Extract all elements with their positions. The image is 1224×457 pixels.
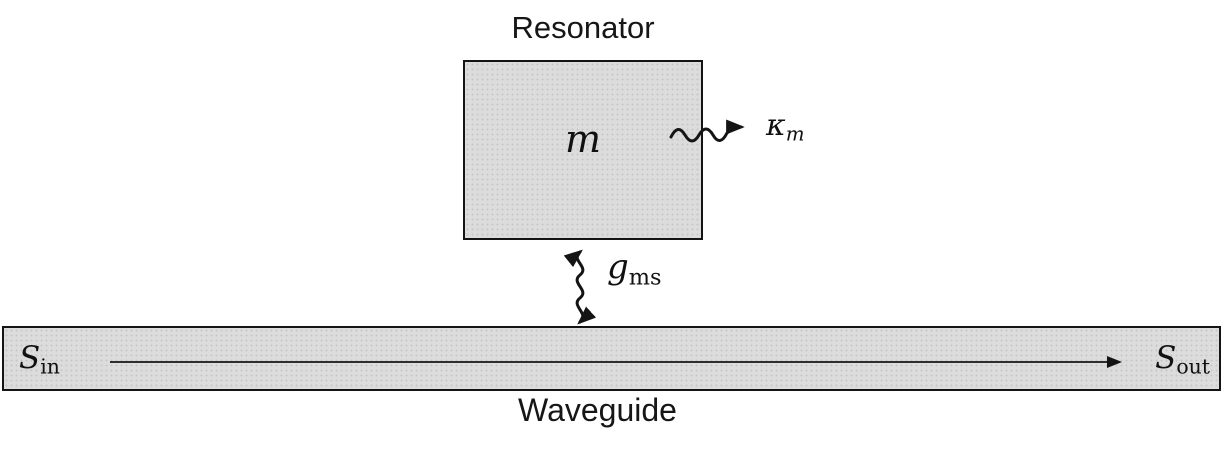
- waveguide-caption: Waveguide: [518, 392, 677, 428]
- coupling-wavy-double-arrow-path: [563, 249, 597, 325]
- decay-rate-label-subscript: m: [785, 122, 805, 146]
- coupling-rate-label-subscript: ms: [628, 264, 662, 291]
- coupling-rate-label: gms: [607, 250, 662, 289]
- decay-rate-label-base: κ: [766, 108, 786, 143]
- resonator-mode-label: m: [564, 117, 602, 161]
- output-field-label-base: S: [1155, 340, 1177, 377]
- propagation-arrow: [110, 355, 1123, 369]
- resonator-caption: Resonator: [511, 10, 655, 45]
- decay-wavy-arrow-path: [669, 119, 745, 143]
- decay-wavy-arrow: [669, 119, 745, 143]
- input-field-label-base: S: [19, 340, 41, 377]
- resonator-box: m: [463, 60, 703, 240]
- waveguide-bar: Sin Sout: [2, 326, 1221, 391]
- input-field-label-subscript: in: [40, 355, 60, 380]
- coupling-rate-label-base: g: [607, 247, 629, 287]
- input-field-label: Sin: [4, 343, 60, 377]
- output-field-label: Sout: [1155, 343, 1219, 377]
- decay-rate-label: κm: [766, 111, 804, 144]
- coupling-wavy-double-arrow: [563, 249, 597, 325]
- output-field-label-subscript: out: [1176, 355, 1210, 380]
